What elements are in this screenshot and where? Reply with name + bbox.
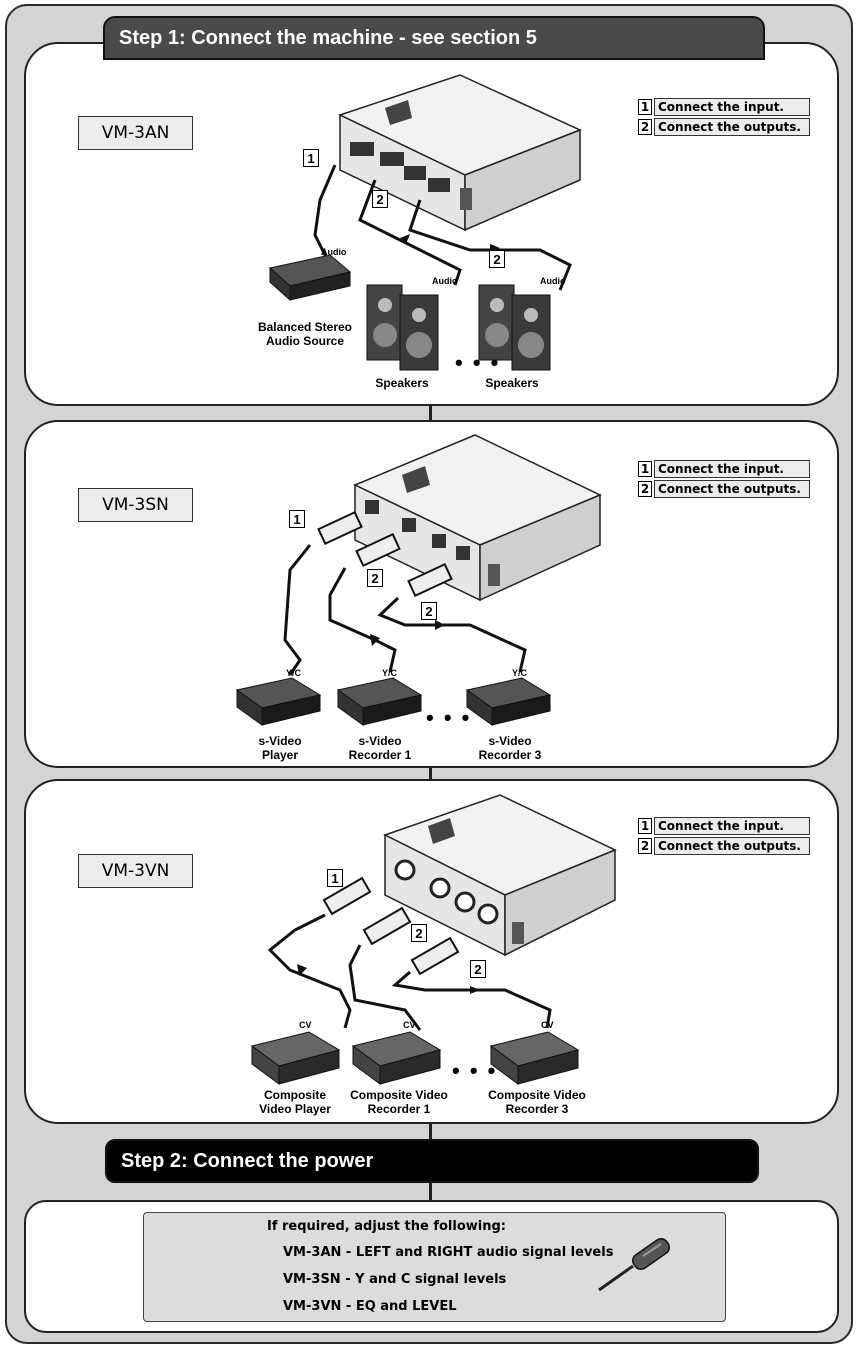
adjust-line: VM-3SN - Y and C signal levels <box>283 1272 507 1287</box>
adjust-line: VM-3AN - LEFT and RIGHT audio signal lev… <box>283 1245 614 1260</box>
vm3vn-cables <box>267 876 552 1031</box>
legend-num: 2 <box>638 838 652 854</box>
cable-label: Audio <box>540 276 566 286</box>
legend-num: 1 <box>638 818 652 834</box>
cable-label: CV <box>403 1020 416 1030</box>
legend-text: Connect the outputs. <box>654 480 810 498</box>
ellipsis: • • • <box>455 350 501 375</box>
step-tag-2: 2 <box>372 190 388 208</box>
cable-label: Y/C <box>382 668 398 678</box>
step-tag-2: 2 <box>470 960 486 978</box>
legend-text: Connect the outputs. <box>654 118 810 136</box>
screwdriver-icon <box>598 1237 670 1292</box>
step-tag-2: 2 <box>411 924 427 942</box>
ellipsis: • • • <box>426 705 472 730</box>
vm3sn-cables <box>283 510 527 676</box>
connector-line <box>429 403 432 423</box>
speaker-pair-2 <box>478 284 551 371</box>
legend-num: 2 <box>638 119 652 135</box>
audio-source-device <box>268 254 352 302</box>
svideo-player-device <box>235 677 322 726</box>
step-tag-1: 1 <box>303 149 319 167</box>
step-tag-1: 1 <box>289 510 305 528</box>
step-tag-2: 2 <box>489 250 505 268</box>
connector-line <box>429 1122 432 1142</box>
step-tag-1: 1 <box>327 869 343 887</box>
cable-label: Audio <box>321 247 347 257</box>
step-tag-2: 2 <box>421 602 437 620</box>
composite-recorder1-device <box>351 1031 442 1085</box>
cable-label: CV <box>299 1020 312 1030</box>
cable-label: Audio <box>432 276 458 286</box>
caption-speakers-2: Speakers <box>485 376 539 390</box>
ellipsis: • • • <box>452 1058 498 1083</box>
step-tag-2: 2 <box>367 569 383 587</box>
model-label-vm3vn: VM-3VN <box>78 854 193 888</box>
legend-text: Connect the input. <box>654 817 810 835</box>
adjust-heading: If required, adjust the following: <box>267 1219 506 1234</box>
model-label-vm3sn: VM-3SN <box>78 488 193 522</box>
speaker-pair-1 <box>366 284 439 371</box>
svideo-recorder1-device <box>336 677 423 726</box>
step2-title: Step 2: Connect the power <box>121 1149 374 1172</box>
connector-line <box>429 1182 432 1202</box>
step1-title: Step 1: Connect the machine - see sectio… <box>119 26 537 49</box>
cable-label: CV <box>541 1020 554 1030</box>
connector-line <box>429 766 432 780</box>
legend-num: 1 <box>638 99 652 115</box>
vm3an-device <box>338 74 582 232</box>
cable-label: Y/C <box>286 668 302 678</box>
caption-speakers-1: Speakers <box>375 376 429 390</box>
adjust-line: VM-3VN - EQ and LEVEL <box>283 1299 457 1314</box>
model-label-vm3an: VM-3AN <box>78 116 193 150</box>
step2-banner: Step 2: Connect the power <box>105 1139 759 1183</box>
legend-text: Connect the input. <box>654 98 810 116</box>
composite-recorder3-device <box>489 1031 580 1085</box>
composite-player-device <box>250 1031 341 1085</box>
cable-label: Y/C <box>512 668 528 678</box>
legend-text: Connect the input. <box>654 460 810 478</box>
adjust-box <box>143 1212 726 1322</box>
legend-num: 1 <box>638 461 652 477</box>
vm3vn-device <box>383 794 617 957</box>
svideo-recorder3-device <box>465 677 552 726</box>
step1-banner: Step 1: Connect the machine - see sectio… <box>103 16 765 60</box>
legend-text: Connect the outputs. <box>654 837 810 855</box>
legend-num: 2 <box>638 481 652 497</box>
